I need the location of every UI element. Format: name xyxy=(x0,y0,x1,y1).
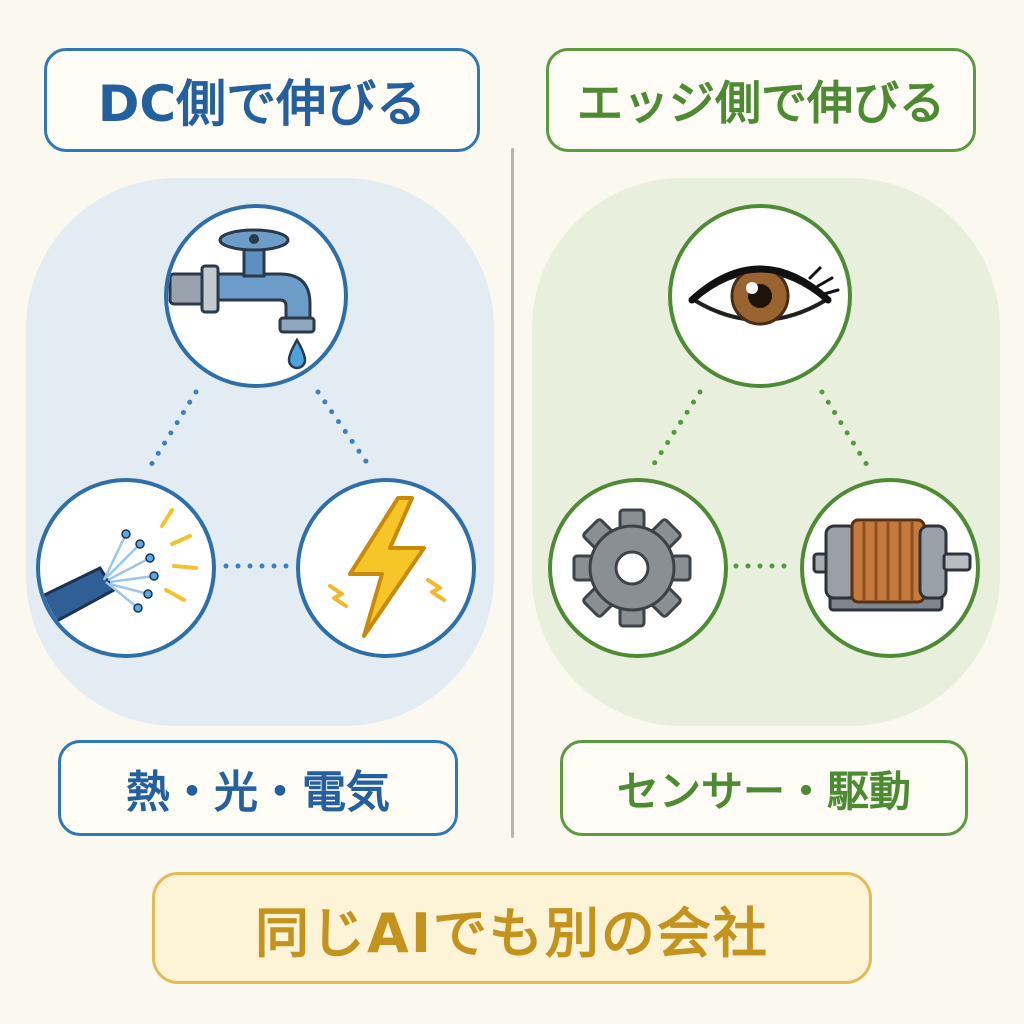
dc-side-title: DC側で伸びる xyxy=(44,48,480,152)
edge-side-title: エッジ側で伸びる xyxy=(546,48,976,152)
eye-icon xyxy=(688,265,840,326)
motor-icon-circle xyxy=(800,478,980,658)
fiber-optic-cable-icon xyxy=(40,508,198,631)
fiber-cable-icon-circle xyxy=(36,478,216,658)
bottom-banner: 同じAIでも別の会社 xyxy=(152,872,872,984)
faucet-icon-circle xyxy=(164,204,348,388)
gear-icon-circle xyxy=(548,478,728,658)
edge-connector-top-right xyxy=(819,389,873,473)
dc-connector-top-left xyxy=(145,389,199,473)
dc-side-label: 熱・光・電気 xyxy=(58,740,458,836)
edge-connector-top-left xyxy=(647,389,703,473)
center-divider xyxy=(511,148,514,838)
edge-side-label: センサー・駆動 xyxy=(560,740,968,836)
lightning-bolt-icon xyxy=(328,496,446,638)
electric-motor-icon xyxy=(812,518,972,612)
dc-connector-top-right xyxy=(315,389,375,473)
gear-icon xyxy=(572,508,692,628)
lightning-icon-circle xyxy=(296,478,476,658)
faucet-icon xyxy=(168,228,316,370)
eye-icon-circle xyxy=(668,204,852,388)
